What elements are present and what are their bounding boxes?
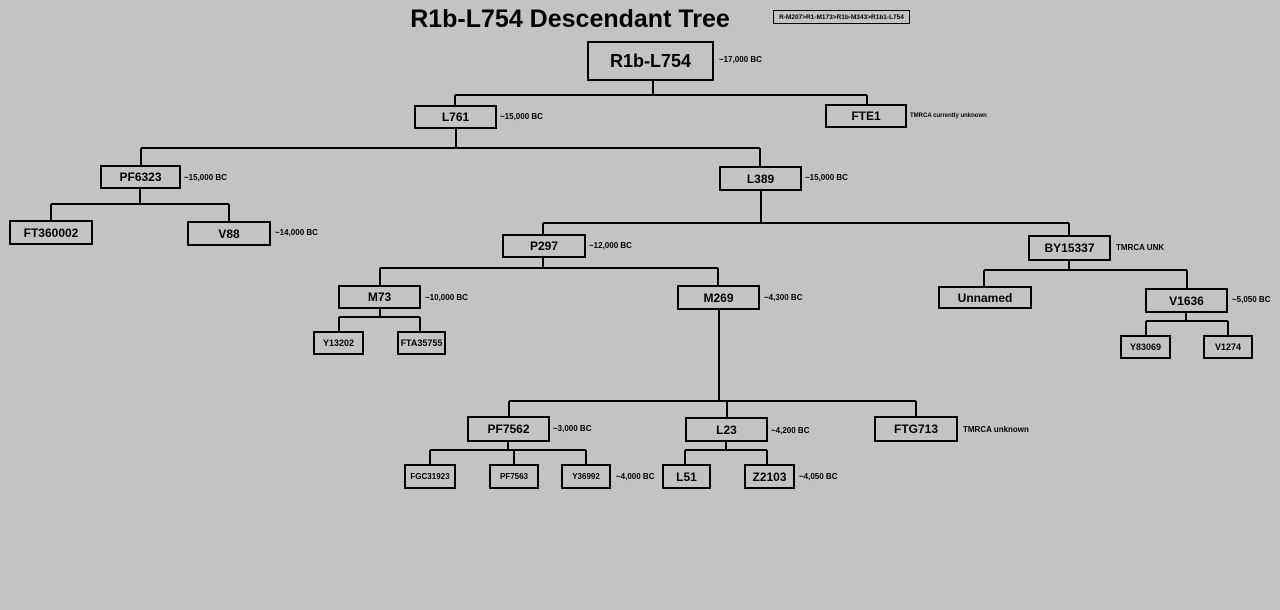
date-l761: ~15,000 BC xyxy=(500,112,543,121)
date-ftg713: TMRCA unknown xyxy=(963,425,1029,434)
date-v1636: ~5,050 BC xyxy=(1232,295,1271,304)
node-pf7563: PF7563 xyxy=(489,464,539,489)
date-l23: ~4,200 BC xyxy=(771,426,810,435)
node-l761: L761 xyxy=(414,105,497,129)
date-r1b-l754: ~17,000 BC xyxy=(719,55,762,64)
node-y83069: Y83069 xyxy=(1120,335,1171,359)
date-v88: ~14,000 BC xyxy=(275,228,318,237)
date-pf7562: ~3,000 BC xyxy=(553,424,592,433)
lineage-path-box: R-M207>R1-M173>R1b-M343>R1b1-L754 xyxy=(773,10,910,24)
date-m269: ~4,300 BC xyxy=(764,293,803,302)
node-y36992: Y36992 xyxy=(561,464,611,489)
node-v88: V88 xyxy=(187,221,271,246)
date-y36992: ~4,000 BC xyxy=(616,472,655,481)
date-p297: ~12,000 BC xyxy=(589,241,632,250)
node-y13202: Y13202 xyxy=(313,331,364,355)
date-pf6323: ~15,000 BC xyxy=(184,173,227,182)
node-r1b-l754: R1b-L754 xyxy=(587,41,714,81)
node-l389: L389 xyxy=(719,166,802,191)
node-z2103: Z2103 xyxy=(744,464,795,489)
date-l389: ~15,000 BC xyxy=(805,173,848,182)
date-z2103: ~4,050 BC xyxy=(799,472,838,481)
date-fte1: TMRCA currently unknown xyxy=(910,113,987,119)
node-m269: M269 xyxy=(677,285,760,310)
node-pf7562: PF7562 xyxy=(467,416,550,442)
node-unnamed: Unnamed xyxy=(938,286,1032,309)
node-m73: M73 xyxy=(338,285,421,309)
node-fta35755: FTA35755 xyxy=(397,331,446,355)
node-v1274: V1274 xyxy=(1203,335,1253,359)
diagram-title: R1b-L754 Descendant Tree xyxy=(410,4,730,33)
node-l23: L23 xyxy=(685,417,768,442)
node-p297: P297 xyxy=(502,234,586,258)
node-v1636: V1636 xyxy=(1145,288,1228,313)
node-fte1: FTE1 xyxy=(825,104,907,128)
node-ft360002: FT360002 xyxy=(9,220,93,245)
node-ftg713: FTG713 xyxy=(874,416,958,442)
node-pf6323: PF6323 xyxy=(100,165,181,189)
date-m73: ~10,000 BC xyxy=(425,293,468,302)
node-fgc31923: FGC31923 xyxy=(404,464,456,489)
node-l51: L51 xyxy=(662,464,711,489)
node-by15337: BY15337 xyxy=(1028,235,1111,261)
date-by15337: TMRCA UNK xyxy=(1116,243,1165,252)
